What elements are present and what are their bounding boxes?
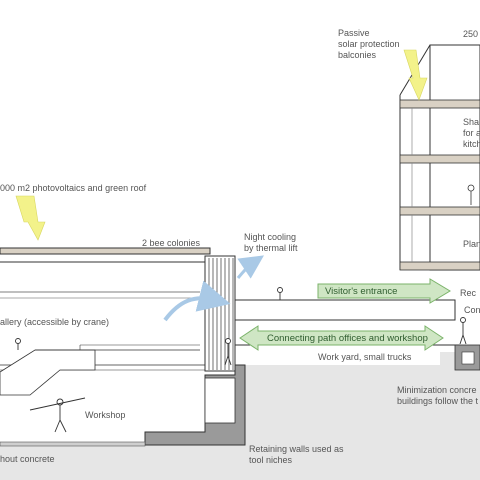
- label-work-yard: Work yard, small trucks: [318, 352, 412, 362]
- green-roof: [0, 247, 211, 255]
- visitors-entrance-arrow: [317, 278, 451, 304]
- label-retaining-2: tool niches: [249, 455, 293, 465]
- person-icon: [459, 317, 467, 345]
- ground-slab: [0, 441, 146, 447]
- person-icon: [224, 338, 232, 366]
- label-without-concrete: hout concrete: [0, 454, 55, 464]
- tower-slab: [399, 99, 480, 109]
- person-icon: [15, 338, 21, 350]
- workshop-building: [0, 247, 236, 396]
- label-night-cooling-2: by thermal lift: [244, 243, 298, 253]
- label-visitors-entrance: Visitor's entrance: [325, 286, 397, 297]
- connecting-path-arrow: [239, 325, 444, 351]
- label-right-con: Con: [464, 305, 480, 315]
- label-passive-3: balconies: [338, 50, 377, 60]
- label-250: 250: [463, 29, 478, 39]
- retaining-walls: [0, 364, 246, 447]
- label-tower-sha: Sha: [463, 117, 479, 127]
- label-tower-kitch: kitch: [463, 139, 480, 149]
- facade-louvers: [204, 255, 236, 372]
- person-icon: [29, 397, 86, 433]
- tower-slab: [399, 206, 480, 216]
- label-minimization-2: buildings follow the t: [397, 396, 479, 406]
- tower-slab: [399, 261, 480, 271]
- label-night-cooling-1: Night cooling: [244, 232, 296, 242]
- gallery-platform: [0, 349, 96, 396]
- person-icon: [277, 287, 283, 300]
- sun-ray-icon: [15, 195, 46, 241]
- label-passive-2: solar protection: [338, 39, 400, 49]
- tower-slab: [399, 154, 480, 164]
- sun-ray-icon: [403, 49, 428, 101]
- label-tower-for-a: for a: [463, 128, 480, 138]
- air-flow-icon: [163, 280, 231, 322]
- label-gallery: allery (accessible by crane): [0, 317, 109, 327]
- label-minimization-1: Minimization concre: [397, 385, 477, 395]
- label-retaining-1: Retaining walls used as: [249, 444, 344, 454]
- label-passive-1: Passive: [338, 28, 370, 38]
- label-tower-plan: Plan: [463, 239, 480, 249]
- office-tower: [399, 44, 480, 271]
- label-workshop: Workshop: [85, 410, 125, 420]
- label-pv-roof: 000 m2 photovoltaics and green roof: [0, 183, 147, 193]
- label-connecting-path: Connecting path offices and workshop: [267, 333, 428, 344]
- label-right-rec: Rec: [460, 288, 477, 298]
- label-bee-colonies: 2 bee colonies: [142, 238, 201, 248]
- air-flow-icon: [236, 255, 264, 279]
